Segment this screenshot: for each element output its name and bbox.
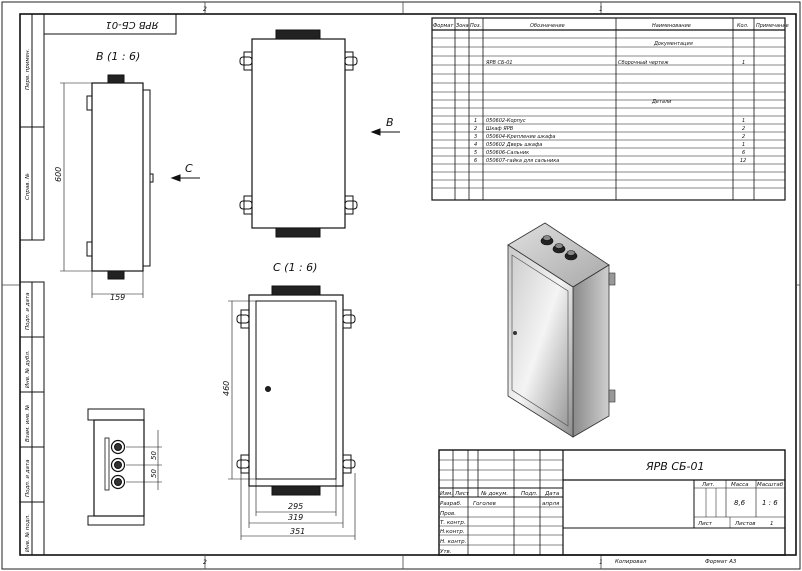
title-block-sheets-value: 1: [770, 521, 774, 527]
dim-600: 600: [54, 167, 63, 182]
title-block-developer: Гоголев: [473, 501, 496, 507]
spec-row-1-designation: 050602-Корпус: [486, 118, 526, 124]
spec-row-2-qty: 2: [742, 126, 745, 132]
title-block-role-utv: Утв.: [440, 549, 452, 555]
title-block-sheet-label: Лист: [697, 521, 713, 527]
title-block-role-prov: Пров.: [440, 511, 456, 517]
zone-number-bottom-2: 2: [203, 559, 207, 566]
spec-row-1-qty: 1: [742, 118, 745, 124]
isometric-view: [507, 222, 616, 438]
side-label-inv-podl: Инв. № подл.: [25, 514, 31, 552]
view-c-front-view: [236, 285, 356, 496]
spec-row-3-pos: 3: [474, 134, 477, 140]
spec-header-zone: Зона: [456, 23, 469, 29]
spec-row-2-designation: Шкаф ЯРВ: [486, 126, 514, 132]
title-block-col-podp: Подп.: [521, 491, 538, 497]
spec-row-5-pos: 5: [474, 150, 477, 156]
title-block-col-list: Лист: [454, 491, 470, 497]
copied-label: Копировал: [615, 559, 647, 565]
title-block-lit-label: Лит.: [701, 482, 715, 488]
spec-doc-designation: ЯРВ СБ-01: [485, 60, 513, 66]
arrow-c-label: C: [185, 162, 193, 175]
view-b-side-view: [86, 74, 154, 280]
title-block-sheets-label: Листов: [734, 521, 756, 527]
title-block-mass-label: Масса: [731, 482, 749, 488]
spec-section-parts: Детали: [651, 99, 672, 105]
view-c-label: C (1 : 6): [273, 261, 317, 274]
bottom-view: [87, 408, 145, 526]
title-block-role-nkontr-1: Н.контр.: [440, 529, 465, 535]
side-label-perv-primen: Перв. примен.: [25, 48, 31, 90]
spec-row-5-designation: 050606-Сальник: [486, 150, 529, 156]
spec-header-note: Примечание: [756, 23, 789, 29]
spec-header-name: Наименование: [652, 23, 691, 29]
title-block-col-data: Дата: [544, 491, 560, 497]
top-stamp-designation: ЯРВ СБ-01: [105, 19, 159, 30]
side-label-podp-data-2: Подп. и дата: [25, 459, 31, 497]
title-block-role-tkontr: Т. контр.: [440, 520, 466, 526]
zone-number-top-2: 2: [203, 6, 207, 13]
dim-159: 159: [110, 293, 125, 302]
title-block-col-izm: Изм.: [440, 491, 453, 497]
arrow-b-label: B: [386, 116, 394, 129]
spec-row-6-qty: 12: [740, 158, 746, 164]
format-label: Формат А3: [705, 559, 737, 565]
dim-460: 460: [222, 381, 231, 396]
spec-row-1-pos: 1: [474, 118, 477, 124]
dim-351: 351: [290, 527, 305, 536]
title-block-role-razrab: Разраб.: [440, 501, 462, 507]
title-block-mass-value: 8,6: [734, 499, 746, 507]
title-block-designation: ЯРВ СБ-01: [645, 460, 705, 473]
spec-row-6-pos: 6: [474, 158, 477, 164]
view-b-label: B (1 : 6): [96, 50, 140, 63]
spec-row-4-pos: 4: [474, 142, 477, 148]
specification-table: [431, 17, 786, 201]
spec-header-qty: Кол.: [737, 23, 748, 29]
title-block-date: апрля: [542, 501, 560, 507]
side-label-sprav: Справ. №: [25, 173, 31, 200]
spec-header-pos: Поз.: [470, 23, 481, 29]
spec-row-3-qty: 2: [742, 134, 745, 140]
zone-number-bottom-1: 1: [599, 559, 603, 566]
spec-header-format: Формат: [433, 23, 454, 29]
spec-header-designation: Обозначение: [530, 23, 565, 29]
side-label-inv-dubl: Инв. № дубл.: [25, 350, 31, 388]
dim-50-lower: 50: [150, 469, 158, 478]
title-block-scale-label: Масштаб: [757, 482, 784, 488]
top-view: [239, 29, 358, 238]
title-block-role-nkontr-2: Н. контр.: [440, 539, 467, 545]
spec-doc-name: Сборочный чертеж: [618, 60, 669, 66]
dim-319: 319: [288, 513, 303, 522]
side-label-podp-data-1: Подп. и дата: [25, 292, 31, 330]
title-block: [438, 449, 786, 556]
spec-row-3-designation: 050604-Крепление шкафа: [486, 134, 555, 140]
dim-295: 295: [288, 502, 303, 511]
spec-row-4-qty: 1: [742, 142, 745, 148]
zone-number-top-1: 1: [599, 6, 603, 13]
spec-row-6-designation: 050607-гайка для сальника: [486, 158, 559, 164]
dim-50-upper: 50: [150, 451, 158, 460]
title-block-scale-value: 1 : 6: [762, 499, 778, 507]
title-block-col-ndoc: № докум.: [480, 491, 508, 497]
side-label-vzam-inv: Взам. инв. №: [25, 404, 31, 442]
spec-row-4-designation: 050602 Дверь шкафа: [486, 142, 542, 148]
spec-section-documentation: Документация: [653, 41, 693, 47]
spec-row-5-qty: 6: [742, 150, 745, 156]
spec-row-2-pos: 2: [474, 126, 477, 132]
spec-doc-qty: 1: [742, 60, 745, 66]
